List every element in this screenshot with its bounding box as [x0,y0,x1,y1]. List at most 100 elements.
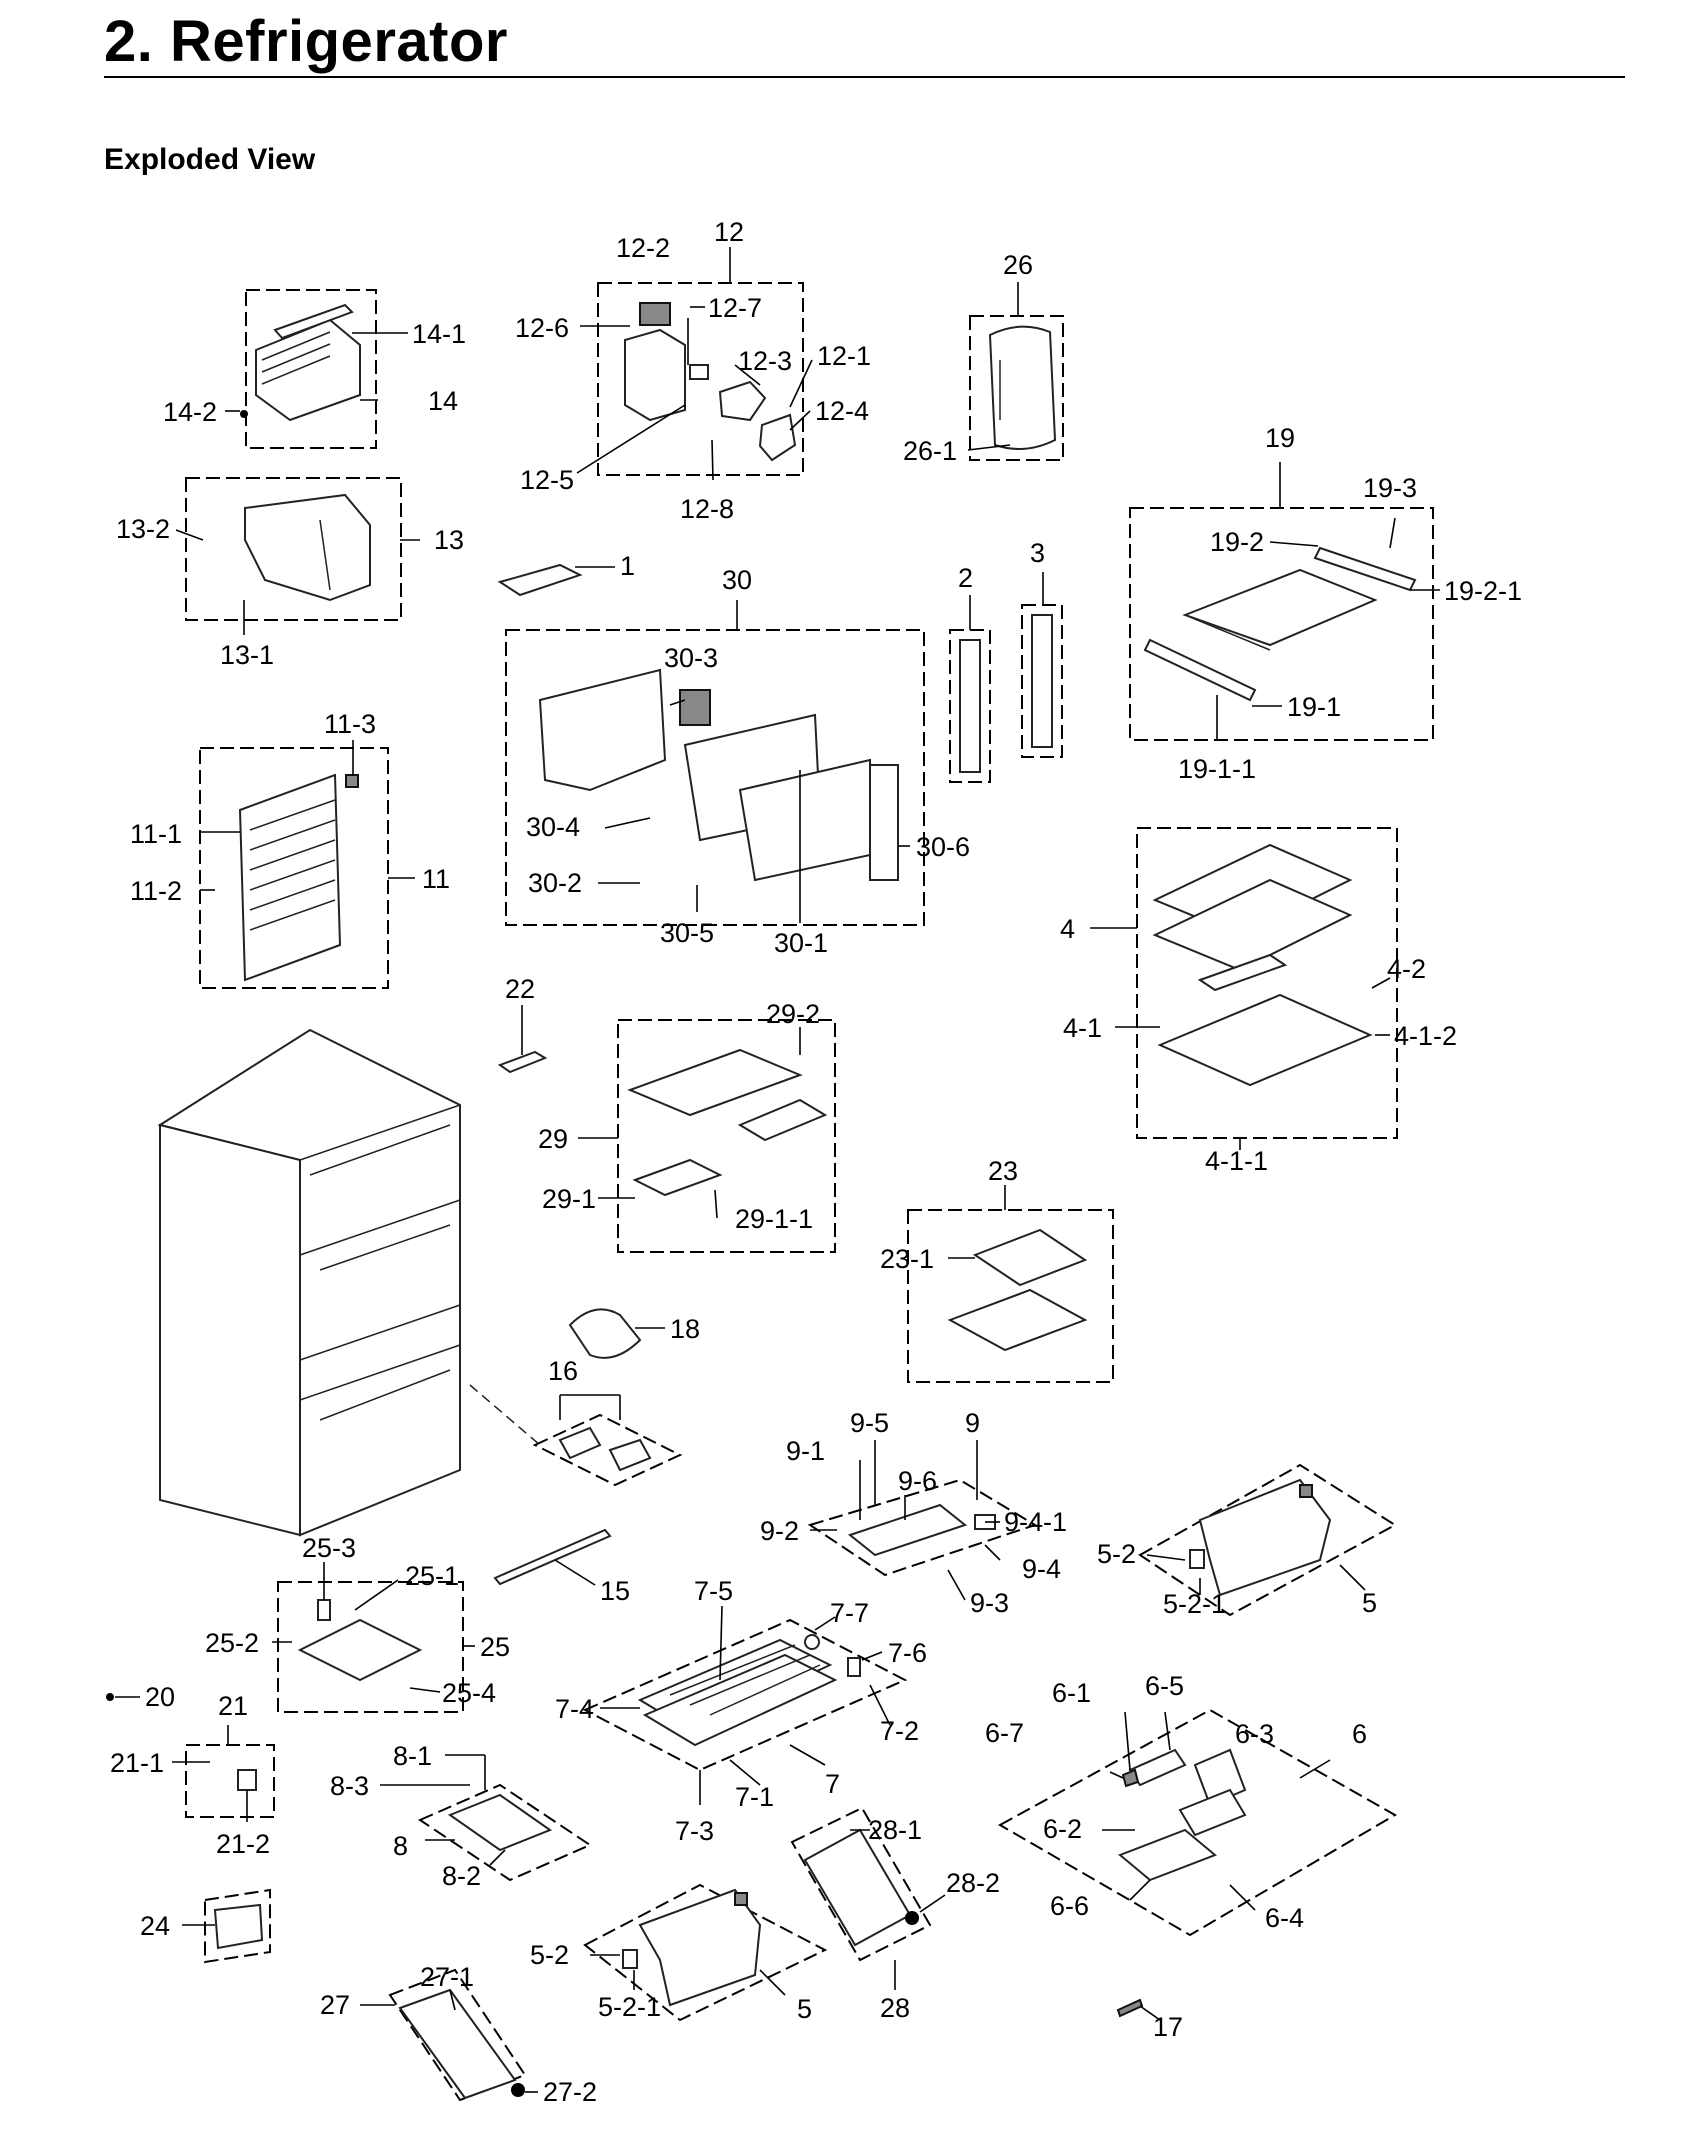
label-22: 22 [505,974,535,1004]
label-28: 28 [880,1993,910,2023]
group-27: 27 27-1 27-2 [320,1962,597,2107]
group-14-ice-maker: 14-1 14 14-2 [163,289,466,449]
label-30-1: 30-1 [774,928,828,958]
group-29-crisper: 29-2 29 29-1 29-1-1 [538,999,836,1253]
label-12-8: 12-8 [680,494,734,524]
refrigerator-cabinet [157,1028,541,1537]
label-5-2-upper: 5-2 [1097,1539,1136,1569]
label-9-6: 9-6 [898,1466,937,1496]
label-30-5: 30-5 [660,918,714,948]
label-14-2: 14-2 [163,397,217,427]
group-11-evaporator: 11-3 11-1 11-2 11 [130,709,450,989]
label-9-2: 9-2 [760,1516,799,1546]
group-23: 23 23-1 [880,1156,1114,1383]
label-30: 30 [722,565,752,595]
label-13-2: 13-2 [116,514,170,544]
label-21: 21 [218,1691,248,1721]
label-8-1: 8-1 [393,1741,432,1771]
label-1: 1 [620,551,635,581]
label-8: 8 [393,1831,408,1861]
group-5-drawer-upper: 5-2 5-2-1 5 [1097,1463,1397,1619]
part-20: 20 [106,1682,175,1712]
label-13-1: 13-1 [220,640,274,670]
label-6-2: 6-2 [1043,1814,1082,1844]
label-20: 20 [145,1682,175,1712]
label-9: 9 [965,1408,980,1438]
label-4-1-1: 4-1-1 [1205,1146,1268,1176]
label-5-2-lower: 5-2 [530,1940,569,1970]
group-4-shelf: 4 4-2 4-1-2 4-1 4-1-1 [1060,827,1457,1176]
label-11-3: 11-3 [324,709,376,739]
label-12-7: 12-7 [708,293,762,323]
label-19-1: 19-1 [1287,692,1341,722]
label-8-2: 8-2 [442,1861,481,1891]
label-11: 11 [422,864,450,894]
group-30-duct: 30 30-3 30-4 30-2 30-5 30-1 30-6 [505,565,970,958]
group-19-shelf: 19 19-3 19-2 19-2-1 19-1 19-1-1 [1129,423,1522,784]
label-5-upper: 5 [1362,1588,1377,1618]
group-25: 25-3 25-1 25-2 25 25-4 [205,1533,510,1713]
label-19-1-1: 19-1-1 [1178,754,1256,784]
label-4-1-2: 4-1-2 [1394,1021,1457,1051]
label-27: 27 [320,1990,350,2020]
label-9-3: 9-3 [970,1588,1009,1618]
label-18: 18 [670,1314,700,1344]
label-17: 17 [1153,2012,1183,2042]
part-1: 1 [497,551,635,597]
label-19-2: 19-2 [1210,527,1264,557]
group-16: 16 [532,1356,683,1487]
label-9-5: 9-5 [850,1408,889,1438]
label-6: 6 [1352,1719,1367,1749]
label-6-7: 6-7 [985,1718,1024,1748]
label-23: 23 [988,1156,1018,1186]
label-11-2: 11-2 [130,876,182,906]
label-25-4: 25-4 [442,1678,496,1708]
label-30-3: 30-3 [664,643,718,673]
group-8: 8-1 8-3 8 8-2 [330,1741,593,1891]
label-21-2: 21-2 [216,1829,270,1859]
group-5-drawer-lower: 5-2 5-2-1 5 [530,1883,828,2024]
part-15: 15 [493,1528,630,1606]
label-19: 19 [1265,423,1295,453]
label-7-2: 7-2 [880,1716,919,1746]
label-12-5: 12-5 [520,465,574,495]
label-25-2: 25-2 [205,1628,259,1658]
label-29-2: 29-2 [766,999,820,1029]
part-3: 3 [1021,538,1063,758]
label-30-4: 30-4 [526,812,580,842]
part-17: 17 [1116,1998,1183,2042]
label-15: 15 [600,1576,630,1606]
group-28: 28-1 28-2 28 [790,1806,1000,2023]
label-19-2-1: 19-2-1 [1444,576,1522,606]
label-3: 3 [1030,538,1045,568]
label-26-1: 26-1 [903,436,957,466]
part-2: 2 [949,563,991,783]
label-5-lower: 5 [797,1994,812,2024]
label-13: 13 [434,525,464,555]
label-12-6: 12-6 [515,313,569,343]
label-7-4: 7-4 [555,1694,594,1724]
label-29: 29 [538,1124,568,1154]
label-27-1: 27-1 [420,1962,474,1992]
label-6-4: 6-4 [1265,1903,1304,1933]
label-6-5: 6-5 [1145,1671,1184,1701]
title-rule [104,76,1625,78]
label-4: 4 [1060,914,1075,944]
label-9-1: 9-1 [786,1436,825,1466]
label-5-2-1-lower: 5-2-1 [598,1992,661,2022]
label-12: 12 [714,217,744,247]
label-14-1: 14-1 [412,319,466,349]
label-5-2-1-upper: 5-2-1 [1163,1589,1226,1619]
label-12-2: 12-2 [616,233,670,263]
label-25-3: 25-3 [302,1533,356,1563]
part-22: 22 [497,974,548,1074]
group-7: 7-5 7-7 7-6 7-4 7-2 7 7-1 7-3 [555,1576,927,1846]
group-12-dispenser: 12 12-2 12-7 12-6 12-3 12-1 12-4 12-5 12… [515,217,871,524]
section-subtitle: Exploded View [104,143,316,176]
label-25: 25 [480,1632,510,1662]
label-4-1: 4-1 [1063,1013,1102,1043]
label-8-3: 8-3 [330,1771,369,1801]
label-12-1: 12-1 [817,341,871,371]
label-9-4: 9-4 [1022,1554,1061,1584]
